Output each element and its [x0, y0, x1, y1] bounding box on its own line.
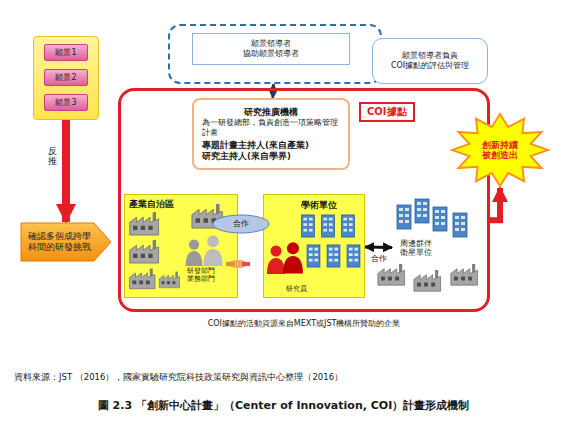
callout-line: 願景領導者負責: [402, 51, 458, 61]
figure-caption: 圖 2.3 「創新中心計畫」（Center of Innovation, COI…: [0, 398, 567, 413]
challenge-text: 確認多個成跨學科間的研發挑戰: [26, 231, 92, 253]
innovation-burst: 創新持續被創造出: [450, 112, 550, 188]
challenge-arrow: 確認多個成跨學科間的研發挑戰: [20, 222, 112, 262]
zone-fill: [124, 194, 238, 298]
satellite-label: 周邊群伴 衛星單位: [400, 239, 432, 257]
zone-heading: 學術單位: [301, 200, 337, 212]
vision-label: 願景1: [55, 47, 76, 58]
star-shape: [452, 114, 548, 186]
arrow-label: 合作: [370, 253, 388, 265]
oval-label: 合作: [233, 219, 249, 229]
vision-box: 願景3: [44, 94, 88, 111]
satellite-units: 周邊群伴 衛星單位: [392, 236, 440, 260]
coi-hub-frame: COI據點研究推廣機構為一研發總部，負責創造一項策略管理計畫專題計畫主持人(來自…: [118, 88, 490, 312]
callout-line: COI據點的評估與管理: [391, 61, 469, 71]
leader-box: 願景領導者協助願景領導者: [192, 33, 350, 65]
org-heading: 研究推廣機構: [202, 107, 340, 118]
org-member: 研究主持人(來自學界): [202, 151, 340, 162]
vision-group: 願景1 願景2 願景3: [33, 36, 99, 120]
vision-label: 願景3: [55, 97, 76, 108]
org-description: 為一研發總部，負責創造一項策略管理計畫: [202, 118, 340, 137]
connector-arrow: [365, 246, 392, 250]
text-anchor: 研發部門 業務部門: [186, 267, 216, 284]
text-anchor: COI據點: [359, 102, 415, 122]
burst-text: 創新持續被創造出: [482, 140, 518, 160]
org-member: 專題計畫主持人(來自產業): [202, 140, 340, 151]
cooperation-oval: 合作: [212, 214, 270, 234]
research-org-box: 研究推廣機構為一研發總部，負責創造一項策略管理計畫專題計畫主持人(來自產業)研究…: [192, 98, 350, 170]
hub-label: COI據點: [359, 102, 415, 122]
researcher-label: 研究員: [286, 284, 307, 294]
vision-label: 願景2: [55, 72, 76, 83]
oval-shape: [213, 215, 269, 233]
arrow-shape: [21, 223, 111, 261]
handshake-icon: [226, 260, 250, 268]
connector-arrow: [62, 120, 70, 222]
leader-frame: 願景領導者協助願景領導者: [168, 24, 382, 84]
academic-zone: 學術單位研究員: [263, 194, 365, 298]
text-anchor: 產業自治區: [129, 199, 174, 211]
building-icons: [302, 199, 467, 267]
vision-box: 願景2: [44, 69, 88, 86]
connector-arrow: [272, 84, 275, 98]
vision-box: 願景1: [44, 44, 88, 61]
zone-heading: 產業自治區: [129, 199, 174, 211]
arrow-label: 反推: [47, 146, 58, 168]
callout-bubble: 願景領導者負責COI據點的評估與管理: [372, 38, 488, 84]
industry-zone: 產業自治區研發部門 業務部門: [124, 194, 238, 298]
leader-title: 願景領導者: [251, 39, 291, 49]
zone-fill: [263, 194, 365, 298]
leader-subtitle: 協助願景領導者: [243, 49, 299, 59]
source-note: 資料來源：JST （2016），國家實驗研究院科技政策研究與資訊中心整理（201…: [14, 372, 554, 384]
connector-arrow: [490, 188, 500, 220]
footnote: COI據點的活動資源來自MEXT或JST機構所贊助的企業: [118, 318, 490, 329]
text-anchor: 學術單位: [301, 200, 337, 212]
text-anchor: 研究員: [286, 284, 307, 294]
department-label: 研發部門 業務部門: [186, 267, 216, 284]
